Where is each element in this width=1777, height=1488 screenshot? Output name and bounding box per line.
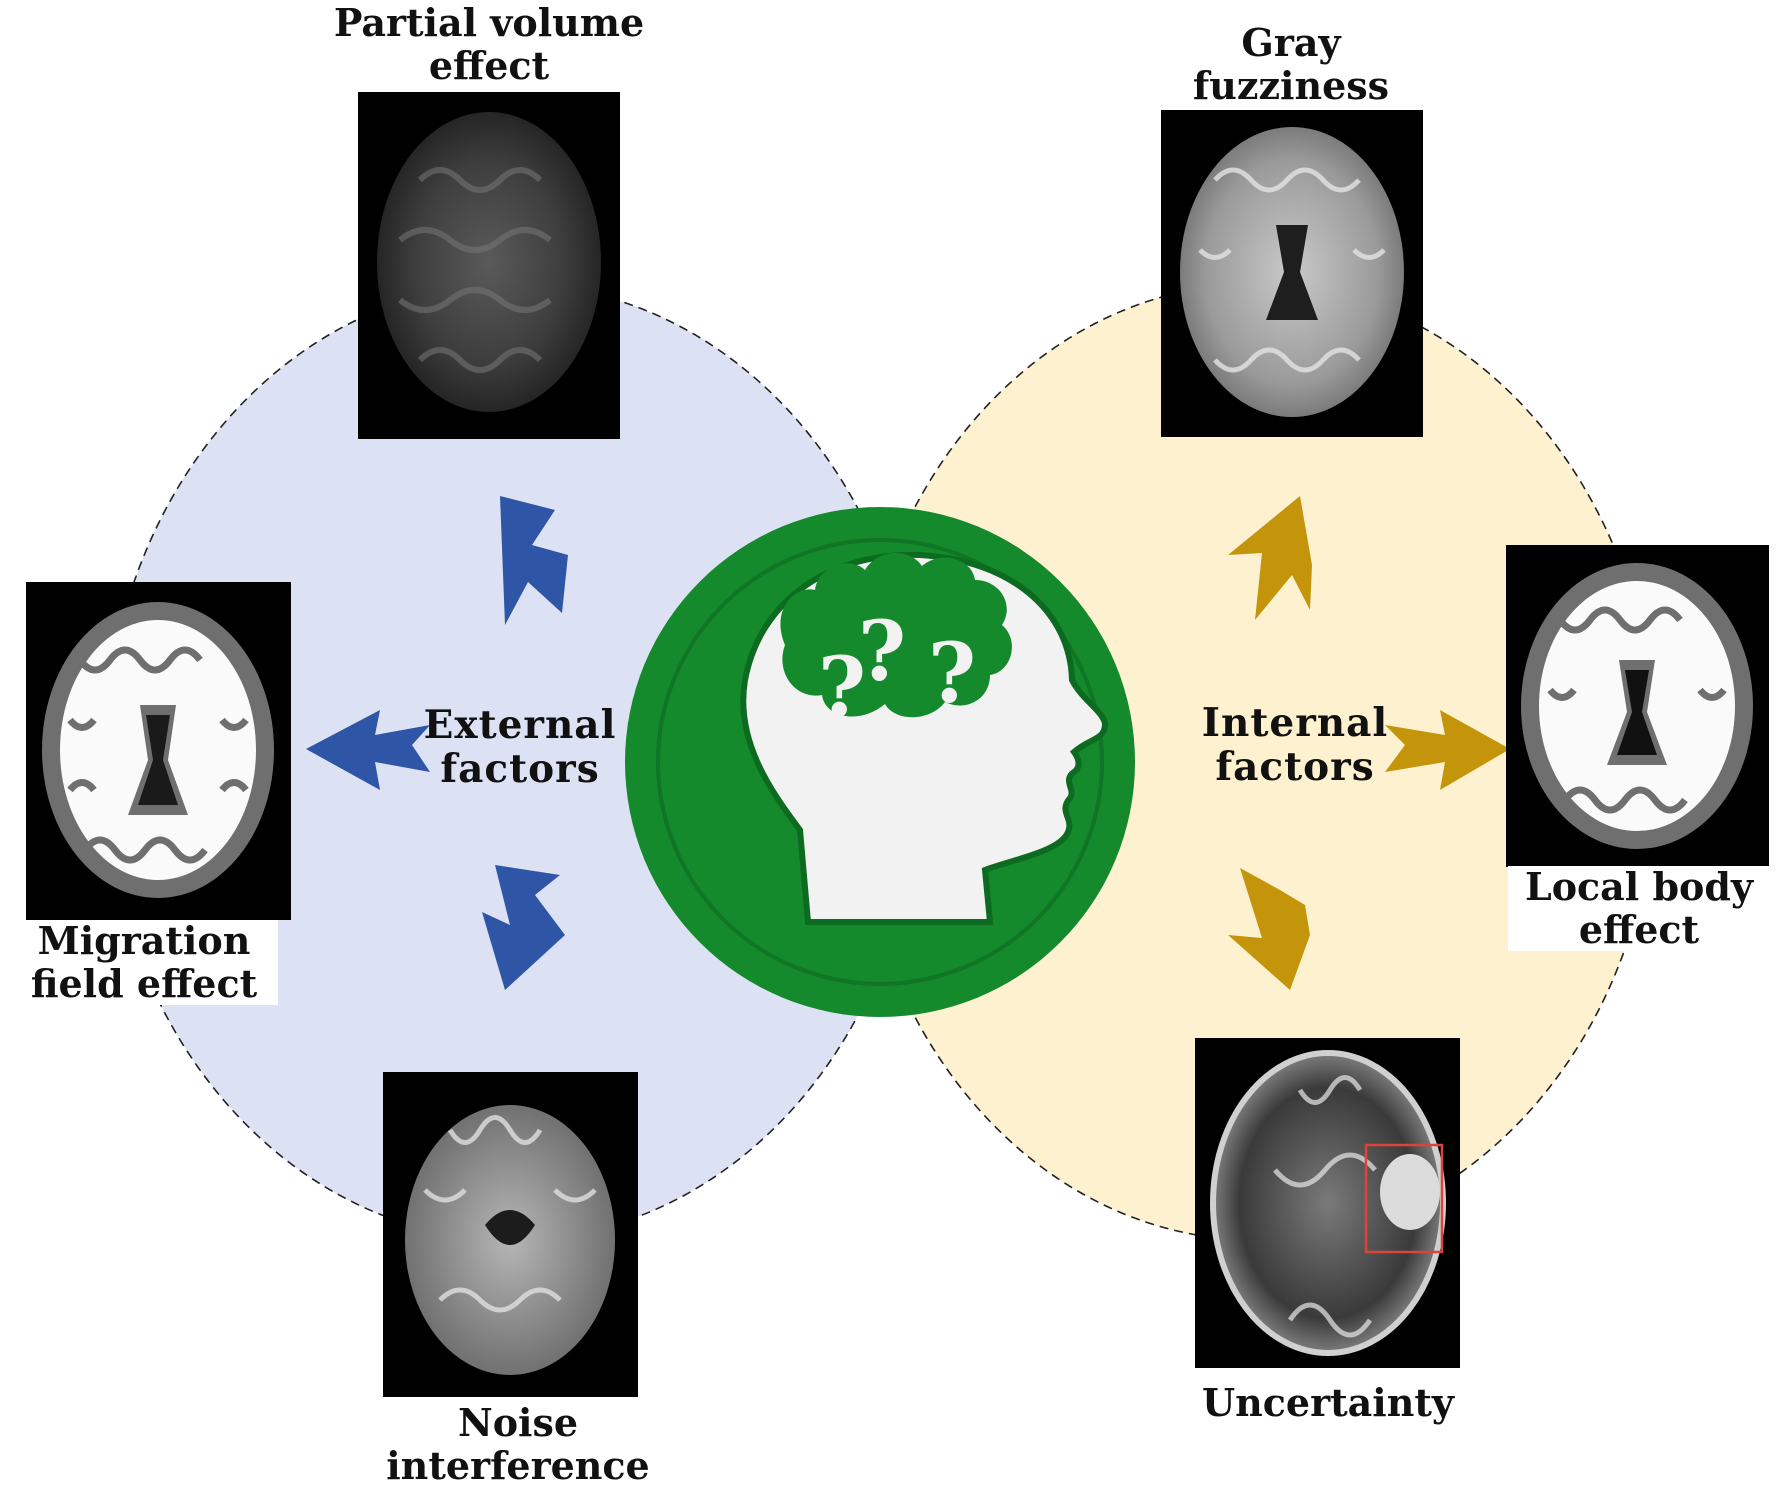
label-migration-field: Migration field effect: [10, 919, 278, 1006]
label-internal-factors: Internal factors: [1201, 700, 1389, 790]
mri-partial-volume: [358, 92, 620, 439]
label-noise-interference: Noise interference: [386, 1400, 650, 1488]
mri-uncertainty: [1195, 1038, 1460, 1368]
arrow-left: [306, 710, 430, 790]
arrow-up-left: [500, 496, 568, 625]
svg-text:?: ?: [818, 640, 866, 736]
mri-noise-interference: [383, 1072, 638, 1397]
svg-text:?: ?: [858, 604, 906, 700]
mri-local-body: [1506, 545, 1769, 867]
arrow-right: [1385, 710, 1510, 790]
label-local-body: Local body effect: [1508, 865, 1770, 952]
external-arrows: [306, 496, 568, 990]
label-external-factors: External factors: [423, 702, 617, 792]
mri-gray-fuzziness: [1161, 110, 1423, 437]
arrow-up-right: [1228, 496, 1312, 620]
internal-arrows: [1228, 496, 1510, 990]
label-uncertainty: Uncertainty: [1202, 1380, 1454, 1425]
head-brain-question-icon: ? ? ?: [740, 551, 1109, 925]
svg-text:?: ?: [928, 626, 976, 722]
arrow-down-right: [1228, 868, 1310, 990]
central-brain-icon: ? ? ?: [625, 507, 1135, 1017]
label-partial-volume: Partial volume effect: [333, 0, 645, 88]
label-gray-fuzziness: Gray fuzziness: [1192, 20, 1390, 108]
tumor-highlight-box: [1364, 1143, 1444, 1254]
arrow-down-left: [482, 865, 565, 990]
question-marks: ? ? ?: [818, 604, 976, 736]
mri-migration-field: [26, 582, 291, 920]
